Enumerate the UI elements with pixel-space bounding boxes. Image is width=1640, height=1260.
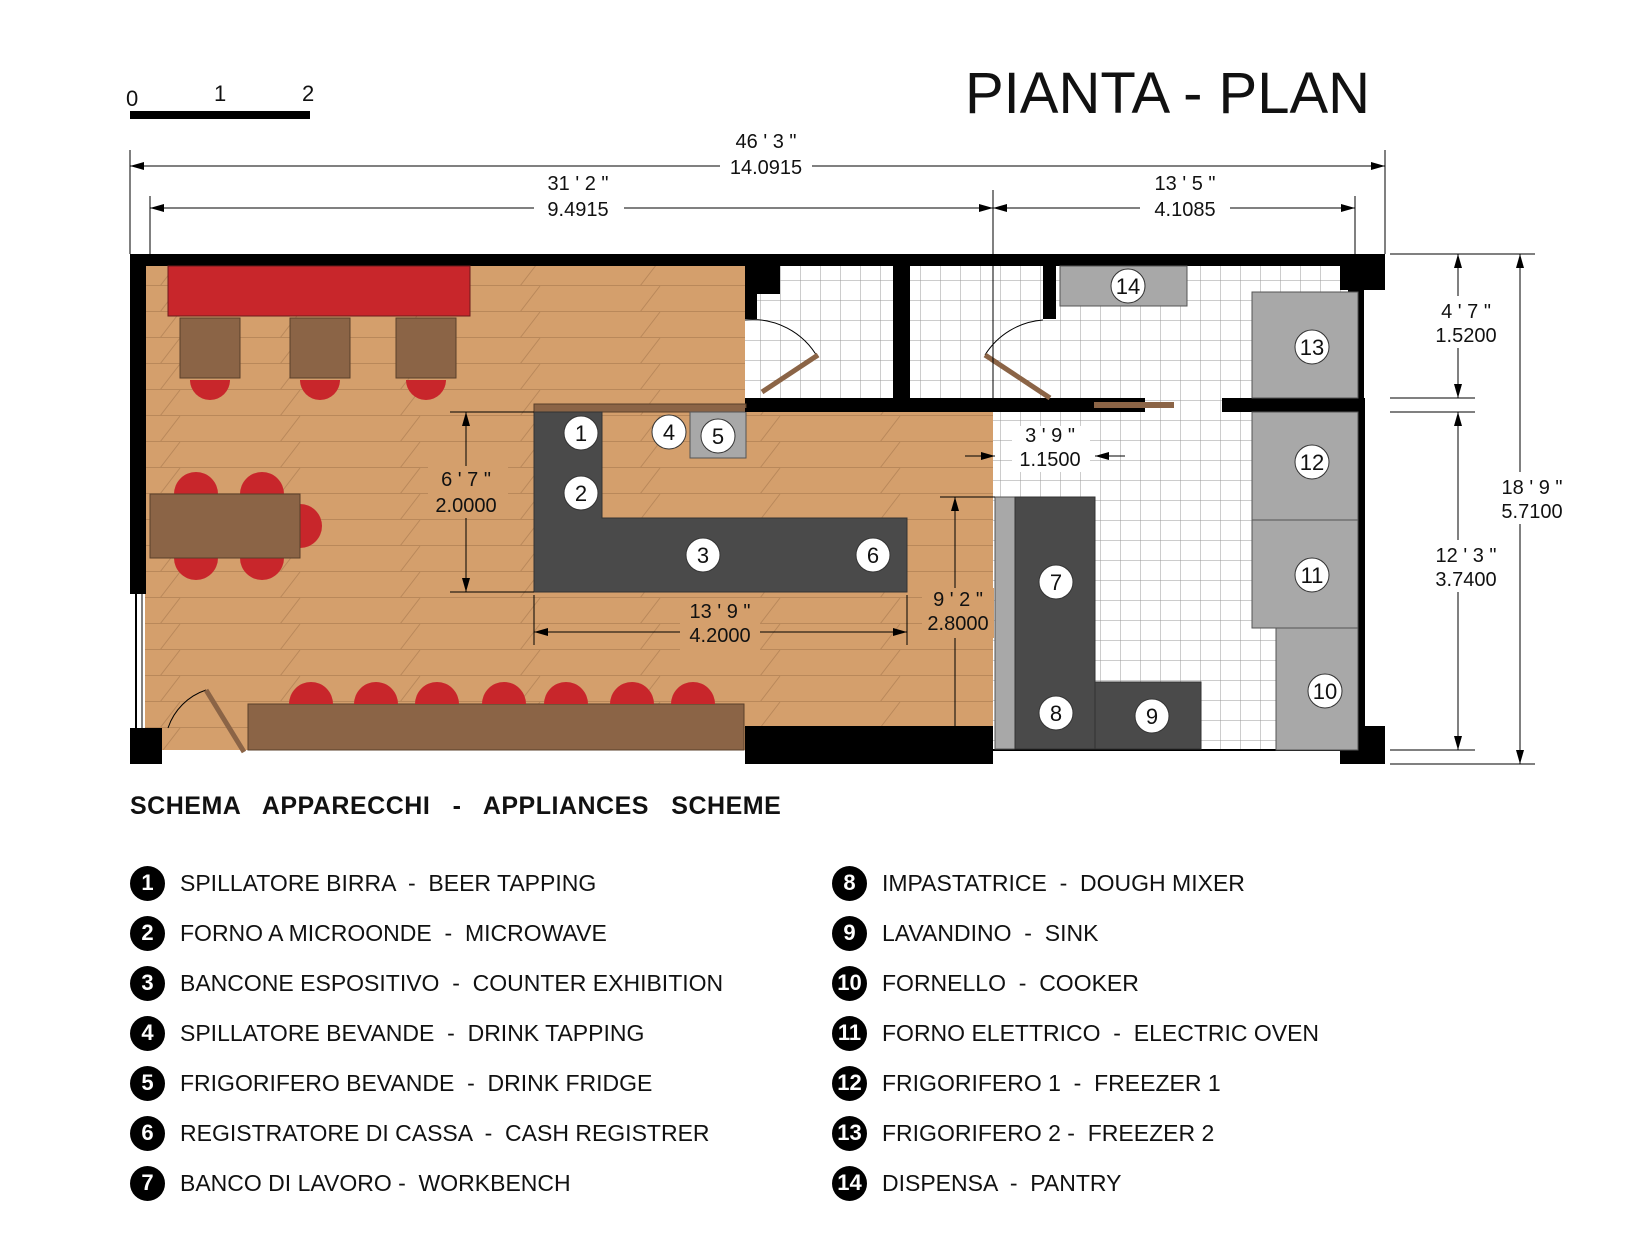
doors <box>167 319 1174 754</box>
legend-item: 7 BANCO DI LAVORO - WORKBENCH <box>130 1158 723 1208</box>
dim-aisle-depth-imperial: 9 ' 2 " <box>933 589 983 611</box>
dimension-labels: 46 ' 3 " 14.0915 31 ' 2 " 9.4915 13 ' 5 … <box>428 128 1576 650</box>
dim-workbench-gap-metric: 1.1500 <box>1019 449 1080 471</box>
legend-badge: 2 <box>130 915 165 951</box>
dim-kitchen-width-imperial: 13 ' 5 " <box>1155 173 1216 195</box>
marker-3: 3 <box>697 543 709 568</box>
legend-label: FRIGORIFERO BEVANDE - DRINK FRIDGE <box>180 1069 653 1096</box>
legend-item: 2 FORNO A MICROONDE - MICROWAVE <box>130 908 723 958</box>
legend-badge: 7 <box>130 1165 165 1201</box>
legend-badge: 11 <box>832 1015 867 1051</box>
scale-label-0: 0 <box>126 86 138 111</box>
dim-aisle-depth-metric: 2.8000 <box>927 613 988 635</box>
plan-title: PIANTA - PLAN <box>965 61 1370 126</box>
legend-item: 11 FORNO ELETTRICO - ELECTRIC OVEN <box>832 1008 1319 1058</box>
legend-item: 13 FRIGORIFERO 2 - FREEZER 2 <box>832 1108 1319 1158</box>
legend-item: 14 DISPENSA - PANTRY <box>832 1158 1319 1208</box>
legend-label: SPILLATORE BEVANDE - DRINK TAPPING <box>180 1019 645 1046</box>
legend-label: BANCO DI LAVORO - WORKBENCH <box>180 1169 571 1196</box>
dim-counter-length-imperial: 13 ' 9 " <box>690 601 751 623</box>
marker-1: 1 <box>575 421 587 446</box>
dim-front-width-metric: 9.4915 <box>547 199 608 221</box>
dim-front-width-imperial: 31 ' 2 " <box>548 173 609 195</box>
appliance-marker-labels: 1 2 3 4 5 6 7 8 9 10 11 12 13 14 <box>575 274 1337 729</box>
dim-total-width-metric: 14.0915 <box>730 157 802 179</box>
legend-item: 12 FRIGORIFERO 1 - FREEZER 1 <box>832 1058 1319 1108</box>
legend-label: BANCONE ESPOSITIVO - COUNTER EXHIBITION <box>180 969 724 996</box>
legend-left-column: 1 SPILLATORE BIRRA - BEER TAPPING 2 FORNO … <box>130 858 723 1208</box>
marker-8: 8 <box>1050 701 1062 726</box>
legend-label: REGISTRATORE DI CASSA - CASH REGISTRER <box>180 1119 710 1146</box>
legend-item: 1 SPILLATORE BIRRA - BEER TAPPING <box>130 858 723 908</box>
dining-furniture <box>149 265 745 751</box>
legend-item: 3 BANCONE ESPOSITIVO - COUNTER EXHIBITION <box>130 958 723 1008</box>
legend-badge: 8 <box>832 865 867 901</box>
legend-badge: 12 <box>832 1065 867 1101</box>
legend-badge: 13 <box>832 1115 867 1151</box>
dim-kitchen-depth-metric: 3.7400 <box>1435 569 1496 591</box>
bar-counter <box>533 403 993 593</box>
marker-2: 2 <box>575 481 587 506</box>
dim-counter-length-metric: 4.2000 <box>689 625 750 647</box>
legend-badge: 10 <box>832 965 867 1001</box>
legend-badge: 6 <box>130 1115 165 1151</box>
legend-item: 5 FRIGORIFERO BEVANDE - DRINK FRIDGE <box>130 1058 723 1108</box>
marker-12: 12 <box>1300 450 1324 475</box>
legend-badge: 9 <box>832 915 867 951</box>
dim-total-depth-metric: 5.7100 <box>1501 501 1562 523</box>
dim-total-width-imperial: 46 ' 3 " <box>736 131 797 153</box>
legend-item: 8 IMPASTATRICE - DOUGH MIXER <box>832 858 1319 908</box>
legend-badge: 3 <box>130 965 165 1001</box>
scale-label-2: 2 <box>302 81 314 106</box>
legend-label: SPILLATORE BIRRA - BEER TAPPING <box>180 869 597 896</box>
dim-pantry-depth-imperial: 4 ' 7 " <box>1441 301 1491 323</box>
legend-item: 10 FORNELLO - COOKER <box>832 958 1319 1008</box>
dimension-arrows <box>130 162 1524 764</box>
legend-label: FORNO A MICROONDE - MICROWAVE <box>180 919 607 946</box>
scale-bar: 0 1 2 <box>126 81 314 119</box>
floor-plan: PIANTA - PLAN 0 1 2 <box>126 61 1576 765</box>
legend-label: FRIGORIFERO 1 - FREEZER 1 <box>882 1069 1221 1096</box>
marker-4: 4 <box>663 420 675 445</box>
dim-kitchen-depth-imperial: 12 ' 3 " <box>1436 545 1497 567</box>
dim-workbench-gap-imperial: 3 ' 9 " <box>1025 425 1075 447</box>
legend-item: 9 LAVANDINO - SINK <box>832 908 1319 958</box>
dim-pantry-depth-metric: 1.5200 <box>1435 325 1496 347</box>
dim-counter-depth-imperial: 6 ' 7 " <box>441 469 491 491</box>
marker-9: 9 <box>1146 704 1158 729</box>
legend-item: 4 SPILLATORE BEVANDE - DRINK TAPPING <box>130 1008 723 1058</box>
legend-label: IMPASTATRICE - DOUGH MIXER <box>882 869 1245 896</box>
legend-label: DISPENSA - PANTRY <box>882 1169 1122 1196</box>
dim-kitchen-width-metric: 4.1085 <box>1154 199 1215 221</box>
marker-14: 14 <box>1116 274 1140 299</box>
legend-label: FORNELLO - COOKER <box>882 969 1139 996</box>
marker-13: 13 <box>1300 335 1324 360</box>
legend-title: SCHEMA APPARECCHI - APPLIANCES SCHEME <box>130 792 782 820</box>
scale-label-1: 1 <box>214 81 226 106</box>
marker-10: 10 <box>1313 679 1337 704</box>
legend-badge: 14 <box>832 1165 867 1201</box>
legend-badge: 5 <box>130 1065 165 1101</box>
legend-label: FORNO ELETTRICO - ELECTRIC OVEN <box>882 1019 1320 1046</box>
dim-total-depth-imperial: 18 ' 9 " <box>1502 477 1563 499</box>
legend-label: FRIGORIFERO 2 - FREEZER 2 <box>882 1119 1215 1146</box>
marker-11: 11 <box>1301 563 1324 588</box>
legend-right-column: 8 IMPASTATRICE - DOUGH MIXER 9 LAVANDINO -… <box>832 858 1319 1208</box>
marker-6: 6 <box>867 543 879 568</box>
marker-5: 5 <box>712 424 724 449</box>
dim-counter-depth-metric: 2.0000 <box>435 495 496 517</box>
appliance-markers <box>563 268 1343 734</box>
legend-badge: 4 <box>130 1015 165 1051</box>
marker-7: 7 <box>1050 570 1062 595</box>
legend-badge: 1 <box>130 865 165 901</box>
legend-item: 6 REGISTRATORE DI CASSA - CASH REGISTRER <box>130 1108 723 1158</box>
legend-label: LAVANDINO - SINK <box>882 919 1099 946</box>
